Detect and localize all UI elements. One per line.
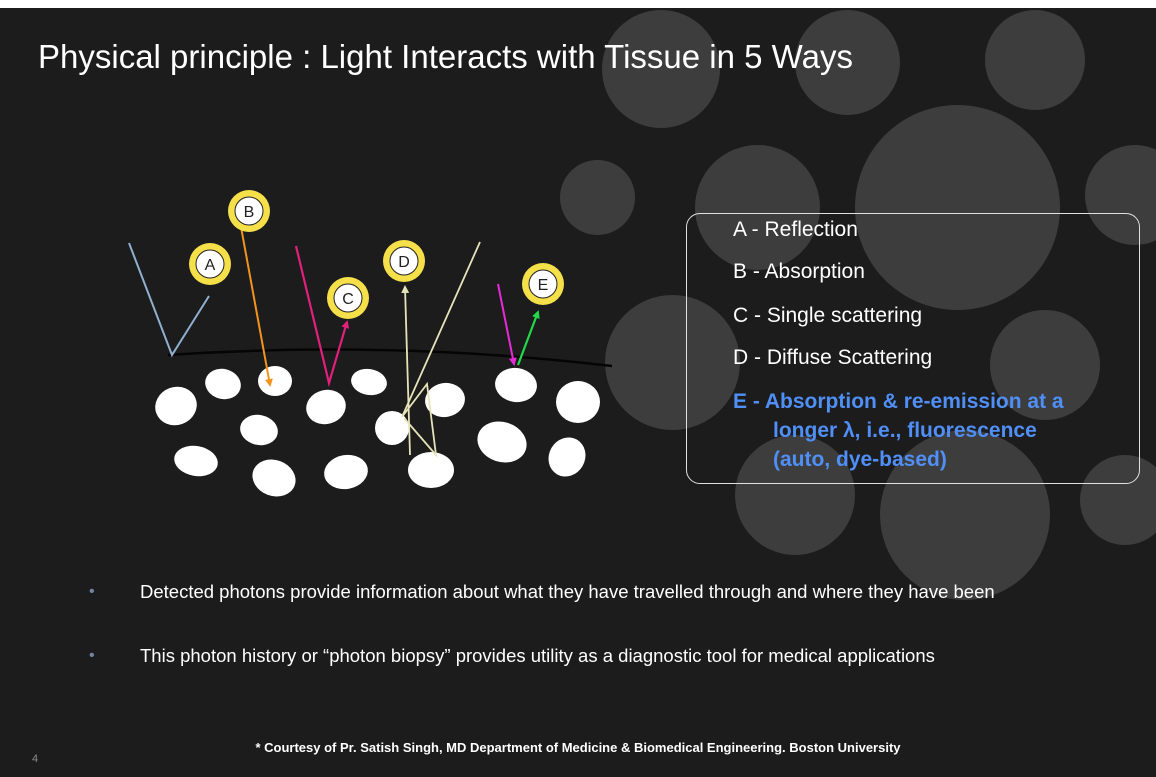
label-b-badge: B <box>228 190 270 232</box>
ray-e-out <box>516 310 540 366</box>
legend-item-e-line1: E - Absorption & re-emission at a <box>733 390 1064 413</box>
ray-c-single-scattering <box>294 245 350 388</box>
tissue-cell <box>548 437 586 477</box>
bullet-text-1: Detected photons provide information abo… <box>140 581 995 602</box>
legend-item-b: B - Absorption <box>733 260 865 283</box>
legend-item-e-line3: (auto, dye-based) <box>773 448 947 471</box>
ray-d-out <box>401 285 411 456</box>
label-b: B <box>244 204 255 221</box>
legend-item-e-line2: longer λ, i.e., fluorescence <box>773 419 1037 442</box>
bullet-marker: • <box>89 647 95 664</box>
label-d: D <box>398 254 410 271</box>
tissue-cell <box>477 421 527 463</box>
background-circle <box>1080 455 1156 545</box>
tissue-cell <box>252 459 296 497</box>
slide-title: Physical principle : Light Interacts wit… <box>38 38 853 75</box>
tissue-cell <box>258 366 292 396</box>
ray-d-path <box>401 381 438 458</box>
background-circle <box>1085 145 1156 245</box>
tissue-cell <box>324 454 368 490</box>
label-a-badge: A <box>189 243 231 285</box>
label-e: E <box>538 277 549 294</box>
background-circle <box>855 105 1060 310</box>
background-circle <box>990 310 1100 420</box>
bullet-text-2: This photon history or “photon biopsy” p… <box>140 645 935 666</box>
label-a: A <box>205 257 216 274</box>
background-circle <box>560 160 635 235</box>
background-circle <box>735 435 855 555</box>
label-e-badge: E <box>522 263 564 305</box>
top-strip <box>0 0 1156 8</box>
background-circle <box>880 430 1050 600</box>
legend-item-d: D - Diffuse Scattering <box>733 346 933 369</box>
tissue-cell <box>174 445 218 477</box>
background-circle <box>605 295 740 430</box>
tissue-cell <box>495 367 537 403</box>
credit-footnote: * Courtesy of Pr. Satish Singh, MD Depar… <box>255 740 901 755</box>
tissue-cell <box>205 368 241 400</box>
ray-d-in <box>401 241 481 418</box>
background-circle <box>602 10 720 128</box>
tissue-surface-line <box>167 348 613 368</box>
legend-box: A - Reflection B - Absorption C - Single… <box>686 213 1140 484</box>
tissue-cell <box>306 389 346 425</box>
label-d-badge: D <box>383 240 425 282</box>
tissue-cell <box>556 381 600 423</box>
label-c: C <box>342 291 354 308</box>
tissue-cell <box>425 382 465 418</box>
legend-item-a: A - Reflection <box>733 218 858 241</box>
background-circle <box>795 10 900 115</box>
bullet-marker: • <box>89 583 95 600</box>
ray-b-absorption <box>240 226 273 387</box>
tissue-cell <box>375 411 409 445</box>
legend-item-c: C - Single scattering <box>733 304 923 327</box>
label-c-badge: C <box>327 277 369 319</box>
tissue-cells <box>155 366 600 497</box>
tissue-cell <box>408 452 454 488</box>
tissue-cell <box>351 368 387 396</box>
background-circle <box>985 10 1085 110</box>
tissue-cell <box>240 414 278 446</box>
ray-a-reflection <box>128 242 210 358</box>
ray-e-in <box>497 283 517 366</box>
background-circle <box>695 145 820 270</box>
page-number: 4 <box>32 753 39 765</box>
tissue-cell <box>155 386 197 426</box>
